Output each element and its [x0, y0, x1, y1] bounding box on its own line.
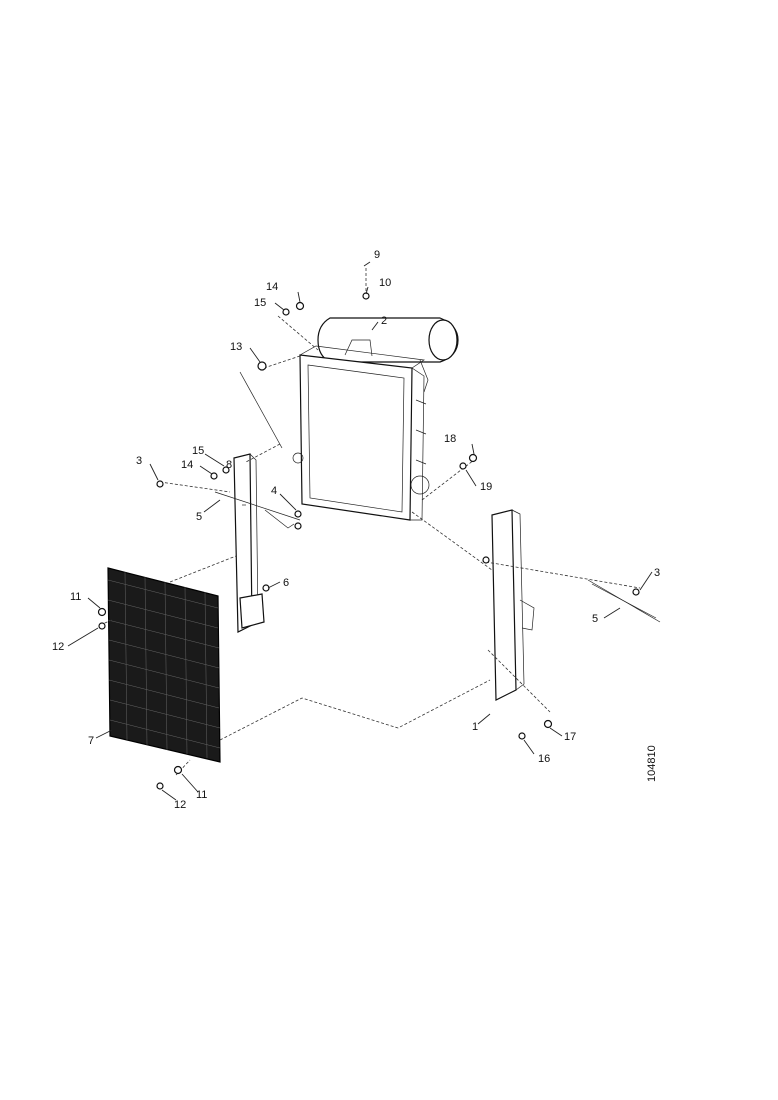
callout-15-top: 15: [254, 297, 266, 309]
callout-5-left: 5: [196, 511, 202, 523]
callout-14-top: 14: [266, 281, 278, 293]
assembly-lines: [99, 268, 641, 776]
callout-5-right: 5: [592, 613, 598, 625]
callout-12-bottom: 12: [174, 799, 186, 811]
left-bracket: [233, 453, 265, 633]
stay-rods: [214, 371, 661, 623]
callout-10: 10: [379, 277, 391, 289]
callout-7: 7: [88, 735, 94, 747]
figure-reference-number: 104810: [646, 745, 658, 782]
right-bracket: [491, 509, 535, 701]
callout-13: 13: [230, 341, 242, 353]
fasteners: [97, 292, 640, 790]
callout-3-left: 3: [136, 455, 142, 467]
callout-8: 8: [226, 459, 232, 471]
callout-2: 2: [381, 315, 387, 327]
radiator-core: [292, 345, 430, 521]
callout-1: 1: [472, 721, 478, 733]
callout-17: 17: [564, 731, 576, 743]
callout-6: 6: [283, 577, 289, 589]
callout-11-bottom: 11: [196, 789, 207, 801]
callout-15-left: 15: [192, 445, 204, 457]
callout-14-left: 14: [181, 459, 193, 471]
callout-4: 4: [271, 485, 277, 497]
callout-12-left: 12: [52, 641, 64, 653]
leader-lines: [67, 261, 653, 801]
callout-labels: 1 2 3 3 4 5 5 6 7 8 9 10 11 11 12 12 13 …: [52, 249, 660, 811]
grille-screen: [107, 567, 221, 763]
callout-11-top: 11: [70, 591, 81, 603]
callout-3-right: 3: [654, 567, 660, 579]
callout-18: 18: [444, 433, 456, 445]
callout-16: 16: [538, 753, 550, 765]
callout-19: 19: [480, 481, 492, 493]
callout-9: 9: [374, 249, 380, 261]
